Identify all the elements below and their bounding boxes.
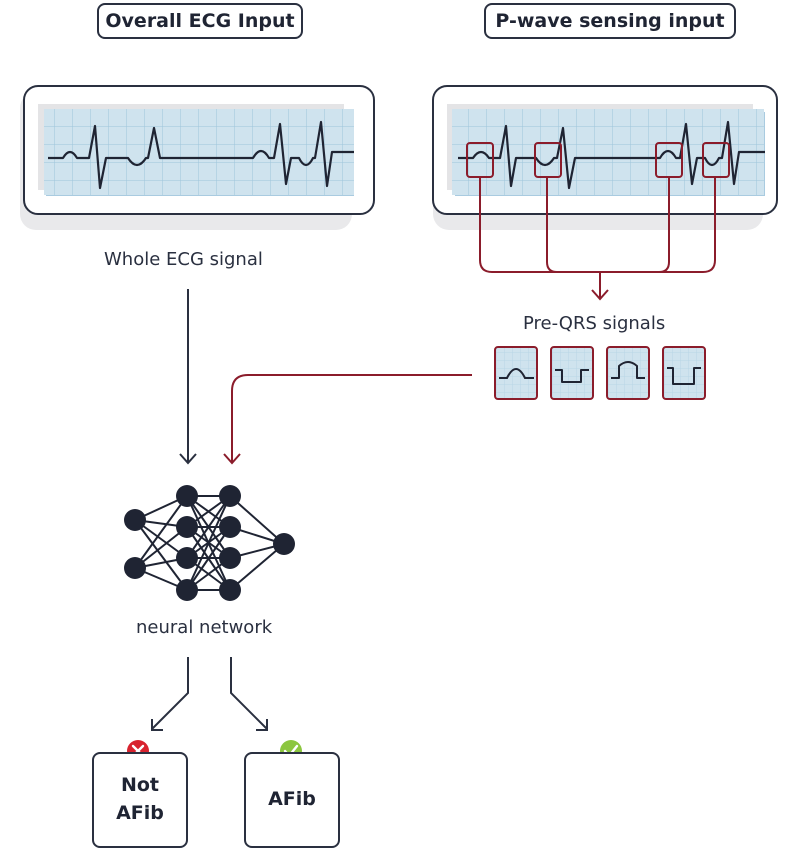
pre-qrs-snippet-2: [550, 346, 594, 400]
pre-qrs-snippets: [494, 346, 706, 400]
output-afib-label: AFib: [268, 788, 316, 811]
left-ecg-monitor: [20, 85, 375, 230]
header-overall-ecg-input: Overall ECG Input: [97, 3, 303, 39]
output-afib: AFib: [244, 752, 340, 848]
output-arrows: [151, 657, 268, 731]
header-pwave-sensing-input: P-wave sensing input: [484, 3, 736, 39]
output-not-afib-line1: Not: [120, 774, 160, 797]
label-neural-network: neural network: [136, 617, 273, 638]
pre-qrs-snippet-4: [662, 346, 706, 400]
pre-qrs-snippet-1: [494, 346, 538, 400]
ecg-trace-pwave: [458, 120, 765, 190]
ecg-trace-whole: [48, 120, 354, 190]
output-not-afib: Not AFib: [92, 752, 188, 848]
label-pre-qrs-signals: Pre-QRS signals: [523, 313, 666, 334]
whole-ecg-arrow: [179, 289, 197, 465]
label-whole-ecg-signal: Whole ECG signal: [104, 249, 263, 270]
pre-qrs-arrow: [223, 374, 472, 465]
output-not-afib-line2: AFib: [116, 802, 164, 824]
neural-network-icon: [124, 485, 295, 601]
pre-qrs-snippet-3: [606, 346, 650, 400]
right-ecg-monitor: [432, 85, 778, 230]
pwave-connectors: [479, 177, 716, 301]
